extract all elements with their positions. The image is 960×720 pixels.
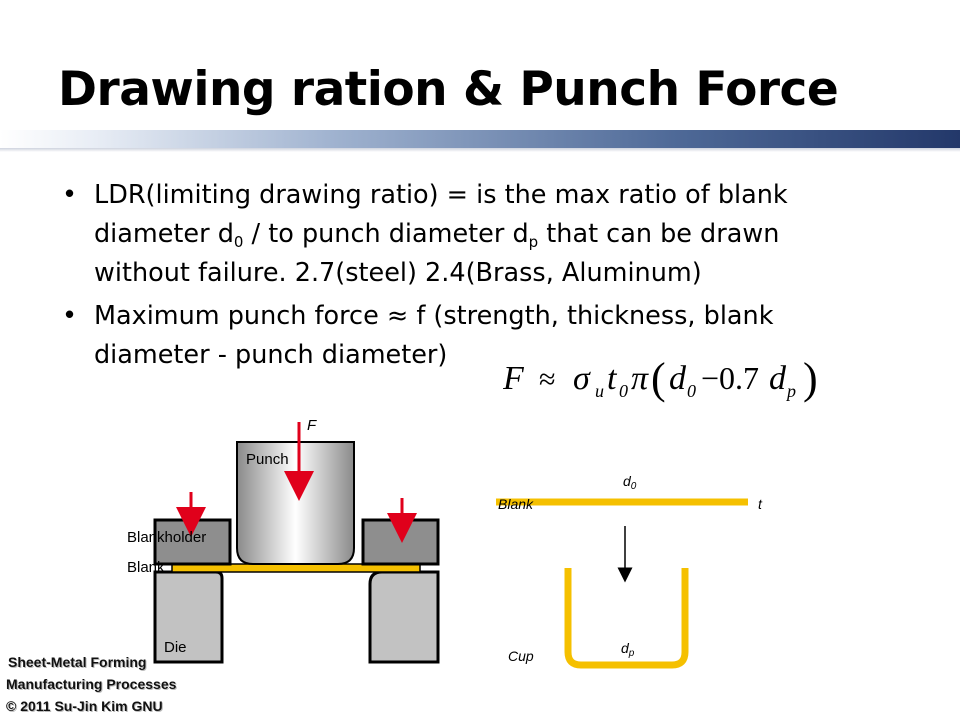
formula-d0-sub: 0 [687, 381, 696, 401]
blank-label: Blank [127, 559, 165, 576]
bullet-ldr-line2: diameter d0 / to punch diameter dp that … [94, 219, 780, 251]
bullet-marker: • [62, 301, 78, 331]
bullet-force-line2: diameter - punch diameter) [94, 340, 448, 370]
footer-subject: Manufacturing Processes [6, 676, 177, 692]
footer-copyright: © 2011 Su-Jin Kim GNU [6, 698, 163, 714]
deep-drawing-diagram: F Punch Blankholder Blank Die d0 Blank t… [127, 417, 763, 669]
bullet-ldr: • LDR(limiting drawing ratio) = is the m… [62, 176, 942, 293]
formula-dp-sub: p [785, 381, 796, 401]
cup-shape [564, 568, 689, 669]
formula-pi: π [631, 360, 649, 397]
thickness-label: t [758, 496, 763, 512]
die-label: Die [164, 639, 187, 656]
formula-open-paren: ( [651, 355, 666, 403]
formula-t-sub: 0 [619, 381, 628, 401]
press-setup: F Punch Blankholder Blank Die [127, 417, 440, 664]
formula-F: F [503, 360, 525, 397]
punch [236, 441, 355, 565]
formula-dp: d [769, 360, 787, 397]
bullet-ldr-line3: without failure. 2.7(steel) 2.4(Brass, A… [94, 258, 702, 288]
force-label: F [307, 417, 317, 434]
formula-close-paren: ) [803, 355, 818, 403]
formula-d0: d [669, 360, 687, 397]
formula-t: t [607, 360, 618, 397]
punch-label: Punch [246, 451, 289, 468]
d0-label: d0 [623, 473, 637, 492]
bullet-marker: • [62, 180, 78, 210]
blankholder-label: Blankholder [127, 529, 206, 546]
blank-to-cup: d0 Blank t dp Cup [496, 473, 763, 669]
cup-label: Cup [508, 648, 534, 664]
formula-minus: −0.7 [701, 360, 759, 396]
footer-course: Sheet-Metal Forming [8, 654, 147, 670]
title-rule-shadow [0, 148, 960, 152]
dp-label: dp [621, 640, 635, 659]
title-rule [0, 130, 960, 148]
bullet-ldr-line1: LDR(limiting drawing ratio) = is the max… [94, 180, 788, 210]
die-right [368, 570, 440, 664]
formula-approx: ≈ [539, 363, 555, 396]
blank-label-right: Blank [498, 496, 534, 512]
bullet-list: • LDR(limiting drawing ratio) = is the m… [62, 176, 942, 379]
bullet-force-line1: Maximum punch force ≈ f (strength, thick… [94, 301, 774, 331]
formula-sigma-sub: u [595, 381, 604, 401]
slide-title: Drawing ration & Punch Force [58, 62, 839, 117]
bullet-punch-force: • Maximum punch force ≈ f (strength, thi… [62, 297, 942, 375]
punch-force-formula: F ≈ σ u t 0 π ( d 0 −0.7 d p ) [503, 355, 818, 403]
formula-sigma: σ [573, 360, 591, 397]
